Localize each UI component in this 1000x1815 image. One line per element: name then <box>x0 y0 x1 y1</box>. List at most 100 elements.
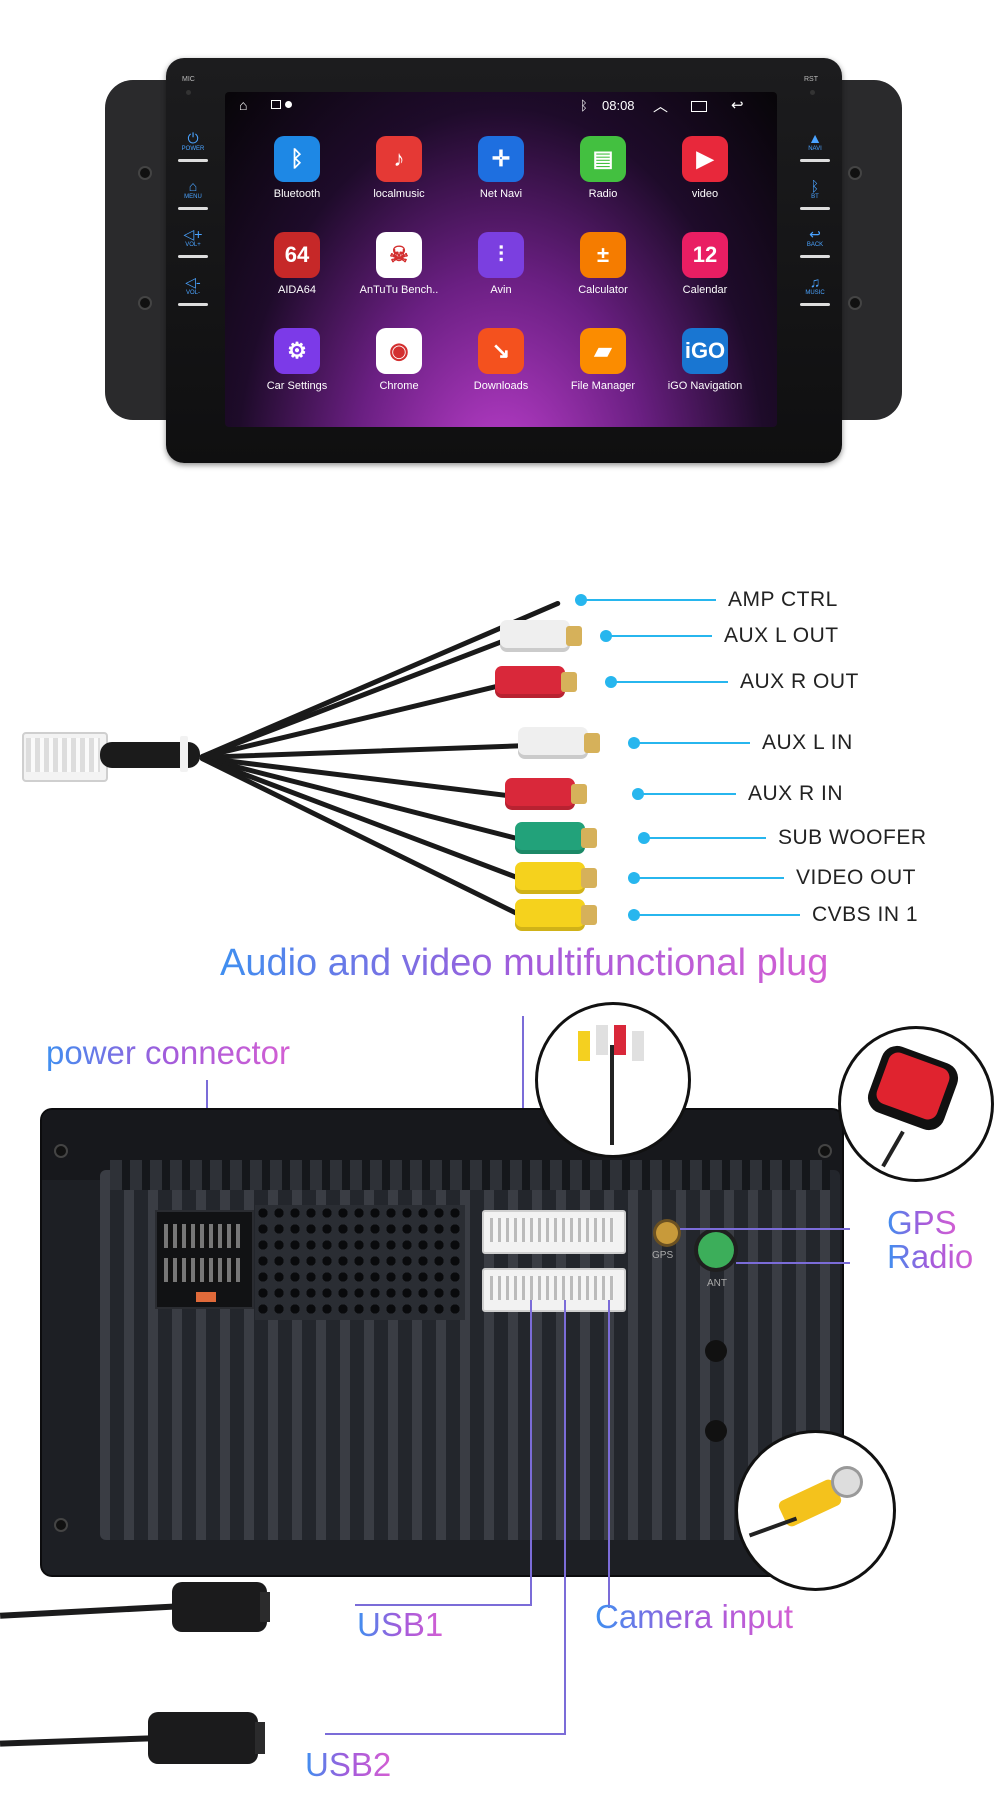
callout-dot <box>632 788 644 800</box>
right-button-2[interactable]: ↩BACK <box>800 226 830 258</box>
right-button-label: MUSIC <box>805 290 825 296</box>
gallery-icon <box>271 100 281 109</box>
av-connector-pins <box>490 1218 614 1242</box>
rca-plug <box>518 727 588 759</box>
app-avin[interactable]: ⫶Avin <box>457 232 545 296</box>
harness-label: SUB WOOFER <box>778 826 927 849</box>
harness-label: VIDEO OUT <box>796 866 917 889</box>
left-button-1[interactable]: ⌂MENU <box>178 178 208 210</box>
usb2-label: USB2 <box>305 1746 392 1783</box>
callout-leader <box>642 793 736 795</box>
callout-dot <box>628 909 640 921</box>
radio-icon: ▤ <box>580 136 626 182</box>
app-label: File Manager <box>570 380 636 392</box>
button-divider <box>178 207 208 210</box>
power-icon: ⏻ <box>187 130 199 146</box>
download-icon: ↘ <box>478 328 524 374</box>
right-button-0[interactable]: ▲NAVI <box>800 130 830 162</box>
left-button-label: VOL+ <box>185 242 201 248</box>
screw-icon <box>56 1520 66 1530</box>
usb2-connector <box>148 1712 258 1764</box>
power-connector-label: power connector <box>46 1034 290 1071</box>
harness-label: AUX R OUT <box>740 670 859 693</box>
rear-jack <box>705 1420 727 1442</box>
chevron-up-icon[interactable]: ︿ <box>653 98 669 115</box>
clock-time: 08:08 <box>602 98 635 113</box>
left-button-2[interactable]: ◁+VOL+ <box>178 226 208 258</box>
app-label: Radio <box>588 188 618 200</box>
folder-icon: ▰ <box>580 328 626 374</box>
callout-dot <box>628 872 640 884</box>
radio-antenna-port <box>698 1232 734 1268</box>
button-divider <box>800 207 830 210</box>
callout-leader <box>638 914 800 916</box>
screw-icon <box>140 298 150 308</box>
gps-antenna-inset <box>838 1026 994 1182</box>
app-label: Avin <box>490 284 512 296</box>
right-button-3[interactable]: ♫MUSIC <box>800 274 830 306</box>
app-calculator[interactable]: ±Calculator <box>559 232 647 296</box>
volume-down-icon: ◁- <box>185 274 201 290</box>
recent-apps-icon[interactable] <box>691 101 707 112</box>
mic-hole <box>186 90 191 95</box>
left-button-3[interactable]: ◁-VOL- <box>178 274 208 306</box>
inset-rca-red <box>614 1025 626 1055</box>
app-label: AIDA64 <box>278 284 316 296</box>
av-plug-title: Audio and video multifunctional plug <box>220 942 829 984</box>
callout-dot <box>605 676 617 688</box>
inset-rca-white <box>632 1031 644 1061</box>
harness-wire <box>199 755 526 843</box>
gps-port-label: GPS <box>652 1250 674 1261</box>
callout-dot <box>600 630 612 642</box>
status-bar: ⌂ ᛒ 08:08 ︿ ↩ <box>225 92 777 122</box>
app-file-manager[interactable]: ▰ File Manager <box>559 328 647 392</box>
calendar-icon: 12 <box>682 232 728 278</box>
rca-plug-tip <box>581 905 597 925</box>
left-button-0[interactable]: ⏻POWER <box>178 130 208 162</box>
callout-leader <box>610 635 712 637</box>
rca-plug-tip <box>561 672 577 692</box>
callout-leader <box>585 599 716 601</box>
app-chrome[interactable]: ◉Chrome <box>355 328 443 392</box>
callout-dot <box>575 594 587 606</box>
notification-dot-icon <box>285 101 292 108</box>
gps-label: GPS <box>887 1204 957 1241</box>
app-label: Car Settings <box>266 380 328 392</box>
app-video[interactable]: ▶video <box>661 136 749 200</box>
play-icon: ▶ <box>682 136 728 182</box>
vent-row <box>110 1160 830 1190</box>
app-label: Calendar <box>682 284 728 296</box>
app-antutu-bench-[interactable]: ☠AnTuTu Bench.. <box>355 232 443 296</box>
back-arrow-icon[interactable]: ↩ <box>731 97 744 114</box>
app-radio[interactable]: ▤ Radio <box>559 136 647 200</box>
app-car-settings[interactable]: ⚙Car Settings <box>253 328 341 392</box>
app-label: localmusic <box>373 188 425 200</box>
music-icon: ♫ <box>809 274 821 290</box>
inset-rca-white <box>596 1025 608 1055</box>
app-downloads[interactable]: ↘ Downloads <box>457 328 545 392</box>
app-net-navi[interactable]: ✛Net Navi <box>457 136 545 200</box>
app-label: Downloads <box>473 380 529 392</box>
callout-leader <box>638 877 784 879</box>
gps-leader <box>680 1228 850 1230</box>
rca-plug <box>515 899 585 931</box>
callout-dot <box>628 737 640 749</box>
left-button-label: MENU <box>184 194 202 200</box>
camera-input-inset <box>735 1430 896 1591</box>
harness-label: AUX L IN <box>762 731 853 754</box>
rear-jack <box>705 1340 727 1362</box>
usb2-port <box>255 1722 265 1754</box>
harness-label: CVBS IN 1 <box>812 903 919 926</box>
home-outline-icon[interactable]: ⌂ <box>239 97 248 113</box>
reset-hole[interactable] <box>810 90 815 95</box>
app-localmusic[interactable]: ♪localmusic <box>355 136 443 200</box>
callout-leader <box>648 837 766 839</box>
fuse <box>196 1292 216 1302</box>
